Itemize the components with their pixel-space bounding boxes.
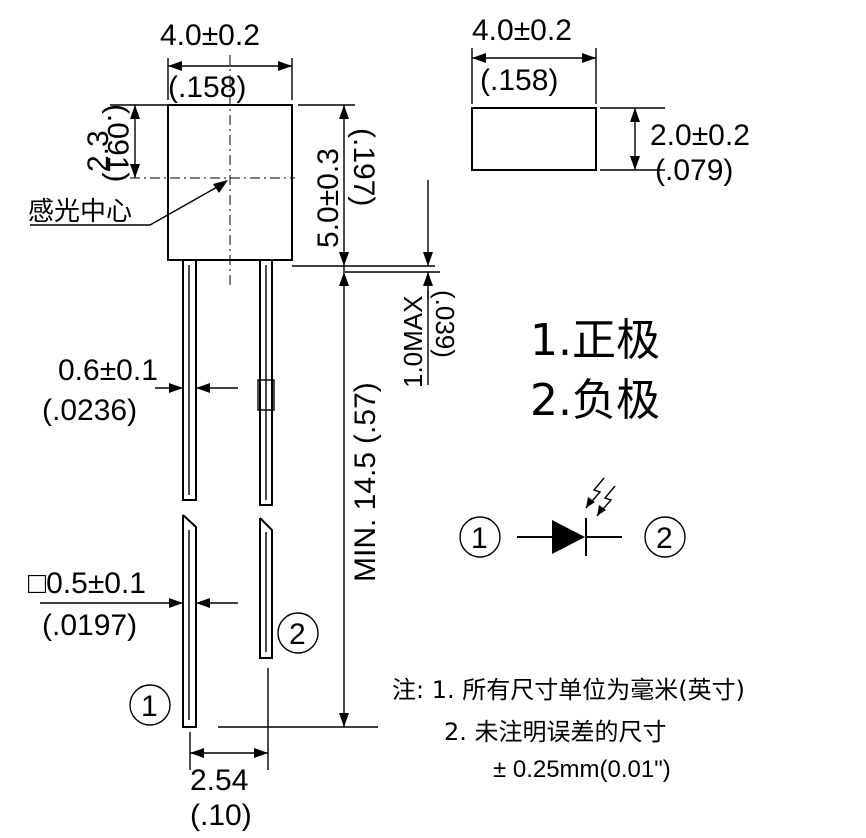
- sensing-center-label: 感光中心: [28, 197, 132, 227]
- lead-wide-text: 0.6±0.1: [58, 354, 158, 387]
- lead-left: [182, 260, 197, 728]
- lead-length-value: MIN. 14.5: [349, 452, 382, 582]
- dim-center-height: 2.3 (.091): [82, 104, 168, 182]
- pin1-marker-text: 1: [141, 690, 158, 723]
- note-line-2: 2. 未注明误差的尺寸: [444, 718, 667, 746]
- lead-right: [257, 260, 275, 659]
- dim-body-height: 5.0±0.3 (.197): [292, 104, 435, 267]
- top-width-text: 4.0±0.2: [472, 14, 572, 47]
- resin-max-inch-text: (.039): [430, 290, 460, 358]
- dim-resin-max: 1.0MAX (.039): [345, 180, 460, 388]
- note-line-1: 注: 1. 所有尺寸单位为毫米(英寸): [392, 676, 745, 704]
- schematic-terminal-1: 1: [471, 522, 488, 555]
- body-width-inch-text: (.158): [168, 71, 246, 104]
- lead-square-inch-text: (.0197): [42, 609, 137, 642]
- top-depth-text: 2.0±0.2: [650, 119, 750, 152]
- resin-max-text: 1.0MAX: [398, 296, 428, 389]
- notes: 注: 1. 所有尺寸单位为毫米(英寸) 2. 未注明误差的尺寸 ± 0.25mm…: [392, 676, 745, 783]
- front-view: 4.0±0.2 (.158) 2.3 (.091) 感光中心 5.0±0.3: [28, 19, 460, 832]
- sensing-center-callout: 感光中心: [28, 180, 228, 227]
- schematic-terminal-2: 2: [656, 522, 673, 555]
- center-height-text: 2.3: [82, 130, 115, 172]
- dim-lead-wide: 0.6±0.1 (.0236): [42, 354, 238, 427]
- center-height-inch-text: (.091): [101, 104, 134, 182]
- body-width-text: 4.0±0.2: [160, 19, 260, 52]
- lead-square-text: □0.5±0.1: [28, 567, 146, 600]
- schematic-terminal-1-circle: [459, 516, 501, 558]
- note-line-3: ± 0.25mm(0.01"): [493, 756, 671, 783]
- top-width-inch-text: (.158): [480, 64, 558, 97]
- lead-length-text: MIN. 14.5 (.57): [349, 382, 382, 582]
- schematic-terminal-2-circle: [644, 516, 686, 558]
- lead-pitch-inch-text: (.10): [190, 799, 252, 832]
- pin2-marker-text: 2: [289, 618, 306, 651]
- pin-legend-1: 1.正极: [530, 315, 660, 366]
- lead-length-inch: (.57): [349, 382, 382, 444]
- top-depth-inch-text: (.079): [655, 154, 733, 187]
- body-height-text: 5.0±0.3: [312, 148, 345, 248]
- pin2-marker: 2: [277, 612, 319, 654]
- body-height-inch-text: (.197): [347, 128, 380, 206]
- lead-wide-inch-text: (.0236): [42, 394, 137, 427]
- pin-legend-2: 2.负极: [530, 375, 660, 426]
- pin1-marker: 1: [129, 684, 171, 726]
- lead-pitch-text: 2.54: [190, 764, 248, 797]
- dim-lead-pitch: 2.54 (.10): [189, 668, 269, 832]
- dim-lead-length: MIN. 14.5 (.57): [218, 266, 382, 728]
- dim-body-width: 4.0±0.2 (.158): [160, 19, 293, 104]
- dim-lead-square: □0.5±0.1 (.0197): [28, 567, 238, 642]
- photodiode-icon: [517, 477, 622, 556]
- top-view: 4.0±0.2 (.158) 2.0±0.2 (.079): [471, 14, 750, 187]
- pin-legend: 1.正极 2.负极: [530, 315, 660, 426]
- schematic-symbol: 1 2: [459, 477, 686, 558]
- top-view-body: [471, 107, 597, 171]
